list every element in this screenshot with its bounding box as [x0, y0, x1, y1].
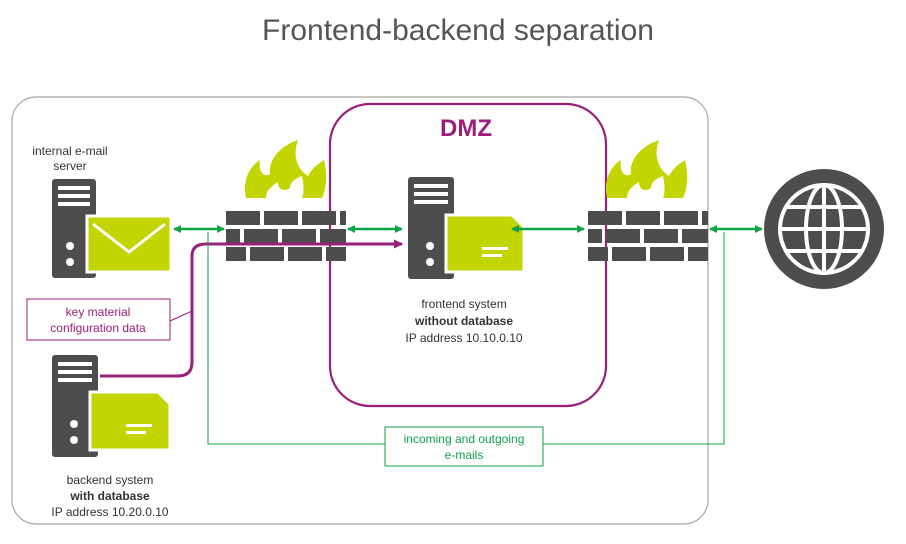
mail-server-label-line1: internal e-mail: [32, 144, 107, 158]
backend-server-icon: [52, 355, 172, 457]
key-material-line1: key material: [66, 305, 131, 319]
connector-backend-to-frontend: [100, 239, 403, 378]
internal-network-boundary: [11, 96, 709, 525]
dmz-label: DMZ: [440, 115, 492, 142]
key-material-line2: configuration data: [50, 321, 146, 335]
globe-icon: [764, 169, 884, 289]
mail-server-label-line2: server: [53, 159, 86, 173]
backend-label-line1: backend system: [67, 473, 154, 487]
email-callout: [384, 426, 544, 467]
database-document-icon: [88, 390, 172, 452]
email-callout-line1: incoming and outgoing: [404, 432, 525, 446]
email-callout-line2: e-mails: [445, 448, 484, 462]
frontend-server-icon: [408, 177, 526, 279]
document-icon: [444, 213, 526, 274]
backend-label-line2: with database: [69, 489, 150, 503]
backend-label-line3: IP address 10.20.0.10: [51, 505, 169, 519]
page-title: Frontend-backend separation: [262, 14, 654, 47]
frontend-label-line2: without database: [414, 314, 513, 328]
envelope-icon: [85, 214, 173, 274]
frontend-label-line1: frontend system: [421, 297, 506, 311]
key-material-callout: [26, 298, 171, 341]
mail-server-icon: [52, 179, 173, 278]
frontend-label-line3: IP address 10.10.0.10: [405, 331, 523, 345]
